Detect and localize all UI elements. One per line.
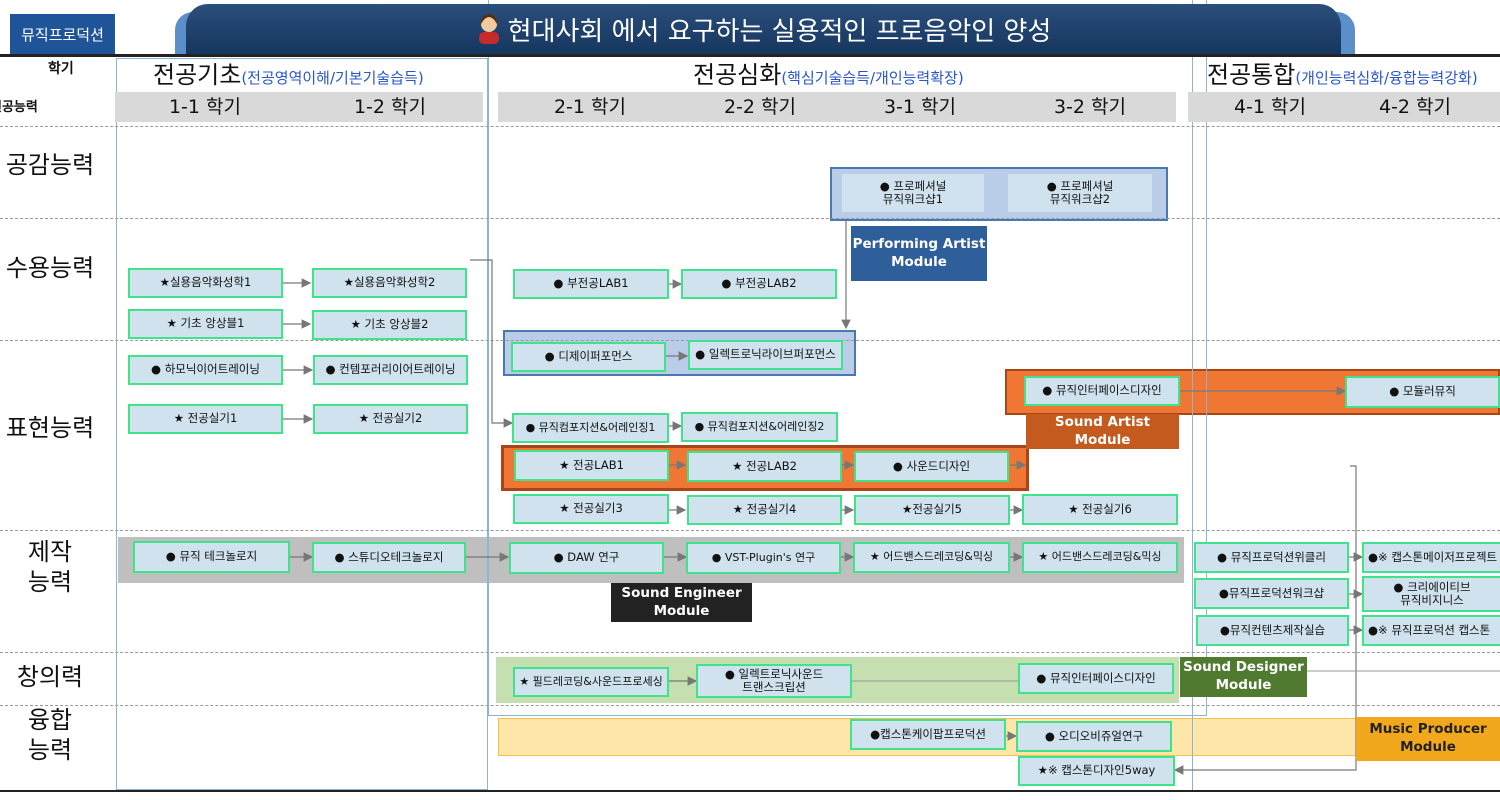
course-practice-3[interactable]: ★ 전공실기3 <box>513 494 669 524</box>
course-dj-performance[interactable]: ● 디제이퍼포먼스 <box>511 342 666 372</box>
course-music-interface-design-2[interactable]: ● 뮤직인터페이스디자인 <box>1018 663 1174 694</box>
phase-integration: 전공통합(개인능력심화/융합능력강화) <box>1207 61 1478 89</box>
program-badge: 뮤직프로덕션 <box>10 14 115 54</box>
title-banner: 현대사회 에서 요구하는 실용적인 프로음악인 양성 <box>186 4 1341 54</box>
phase-foundation: 전공기초(전공영역이해/기본기술습득) <box>153 61 424 89</box>
course-contemporary-ear[interactable]: ● 컨템포러리이어트레이닝 <box>313 355 468 385</box>
course-content-practice[interactable]: ●뮤직컨텐츠제작실습 <box>1196 615 1349 646</box>
semester-3-1: 3-1 학기 <box>883 96 957 118</box>
semester-bar-3 <box>1188 92 1500 122</box>
phase-advanced: 전공심화(핵심기술습득/개인능력확장) <box>693 61 964 89</box>
course-pro-workshop-2[interactable]: ● 프로페셔널 뮤직워크샵2 <box>1008 174 1152 212</box>
course-electronic-live[interactable]: ● 일렉트로닉라이브퍼포먼스 <box>688 340 843 370</box>
course-capstone-design[interactable]: ★※ 캡스톤디자인5way <box>1018 756 1175 786</box>
course-composition-1[interactable]: ● 뮤직컴포지션&어레인징1 <box>512 413 669 443</box>
course-minor-lab-1[interactable]: ● 부전공LAB1 <box>513 269 669 299</box>
semester-4-2: 4-2 학기 <box>1378 96 1452 118</box>
course-daw[interactable]: ● DAW 연구 <box>509 542 664 574</box>
course-electronic-transcription[interactable]: ● 일렉트로닉사운드 트랜스크립션 <box>696 664 852 698</box>
row-divider <box>0 530 1500 531</box>
course-practice-4[interactable]: ★ 전공실기4 <box>687 495 842 525</box>
course-ensemble-1[interactable]: ★ 기초 앙상블1 <box>128 309 283 339</box>
course-production-capstone[interactable]: ●※ 뮤직프로덕션 캡스톤 <box>1362 615 1500 646</box>
semester-4-1: 4-1 학기 <box>1233 96 1307 118</box>
course-production-workshop[interactable]: ●뮤직프로덕션워크샵 <box>1194 578 1349 609</box>
row-label-acceptance: 수용능력 <box>5 254 95 282</box>
course-major-lab-1[interactable]: ★ 전공LAB1 <box>514 450 669 481</box>
course-harmony-2[interactable]: ★실용음악화성학2 <box>312 268 467 298</box>
row-divider <box>0 218 1500 219</box>
row-divider <box>0 652 1500 653</box>
course-advanced-recording-2[interactable]: ★ 어드밴스드레코딩&믹싱 <box>1022 542 1178 573</box>
course-studio-technology[interactable]: ● 스튜디오테크놀로지 <box>312 542 466 573</box>
course-audiovisual[interactable]: ● 오디오비쥬얼연구 <box>1016 721 1172 752</box>
course-advanced-recording-1[interactable]: ★ 어드밴스드레코딩&믹싱 <box>853 542 1010 573</box>
row-label-expression: 표현능력 <box>5 414 95 442</box>
course-production-weekly[interactable]: ● 뮤직프로덕션위클리 <box>1194 542 1349 573</box>
page-title: 현대사회 에서 요구하는 실용적인 프로음악인 양성 <box>507 16 1052 47</box>
semester-1-2: 1-2 학기 <box>353 96 427 118</box>
course-harmonic-ear[interactable]: ● 하모닉이어트레이닝 <box>128 355 283 385</box>
row-divider <box>0 126 1500 127</box>
semester-bar-2 <box>498 92 1176 122</box>
semester-2-2: 2-2 학기 <box>723 96 797 118</box>
presenter-icon <box>476 14 502 44</box>
corner-ability: 전공능력 <box>0 100 38 115</box>
program-badge-label: 뮤직프로덕션 <box>21 25 104 44</box>
course-major-lab-2[interactable]: ★ 전공LAB2 <box>687 451 842 482</box>
course-pro-workshop-1[interactable]: ● 프로페셔널 뮤직워크샵1 <box>842 174 984 212</box>
module-sound-engineer: Sound Engineer Module <box>611 583 752 622</box>
module-sound-designer: Sound Designer Module <box>1180 657 1307 697</box>
semester-1-1: 1-1 학기 <box>168 96 242 118</box>
course-practice-5[interactable]: ★전공실기5 <box>854 495 1010 525</box>
module-music-producer: Music Producer Module <box>1356 717 1500 761</box>
integration-frame <box>1192 0 1193 790</box>
course-minor-lab-2[interactable]: ● 부전공LAB2 <box>681 269 837 299</box>
row-label-creativity: 창의력 <box>16 663 84 691</box>
semester-2-1: 2-1 학기 <box>553 96 627 118</box>
course-field-recording[interactable]: ★ 필드레코딩&사운드프로세싱 <box>513 667 669 697</box>
course-modular-music[interactable]: ● 모듈러뮤직 <box>1345 376 1500 408</box>
course-music-interface-design[interactable]: ● 뮤직인터페이스디자인 <box>1024 376 1180 406</box>
course-practice-6[interactable]: ★ 전공실기6 <box>1022 494 1178 525</box>
course-vst[interactable]: ● VST-Plugin's 연구 <box>686 542 841 574</box>
course-creative-business[interactable]: ● 크리에이티브 뮤직비지니스 <box>1362 576 1500 612</box>
course-music-technology[interactable]: ● 뮤직 테크놀로지 <box>133 541 290 573</box>
course-capstone-kpop[interactable]: ●캡스톤케이팝프로덕션 <box>850 719 1006 750</box>
row-label-production: 제작 능력 <box>27 538 73 596</box>
course-composition-2[interactable]: ● 뮤직컴포지션&어레인징2 <box>681 412 838 442</box>
module-sound-artist: Sound Artist Module <box>1026 414 1179 449</box>
module-performing-artist: Performing Artist Module <box>851 226 987 281</box>
course-sound-design[interactable]: ● 사운드디자인 <box>854 451 1009 482</box>
course-capstone-major[interactable]: ●※ 캡스톤메이저프로젝트 <box>1362 542 1500 573</box>
header-rule <box>0 54 1500 57</box>
semester-bar-1 <box>115 92 483 122</box>
semester-3-2: 3-2 학기 <box>1053 96 1127 118</box>
corner-semester: 학기 <box>48 61 74 77</box>
course-practice-2[interactable]: ★ 전공실기2 <box>313 404 468 434</box>
bottom-rule <box>0 790 1500 792</box>
course-harmony-1[interactable]: ★실용음악화성학1 <box>128 268 283 298</box>
row-label-empathy: 공감능력 <box>5 151 95 179</box>
course-ensemble-2[interactable]: ★ 기초 앙상블2 <box>312 310 467 340</box>
foundation-frame <box>116 58 488 790</box>
row-label-fusion: 융합 능력 <box>27 706 73 764</box>
course-practice-1[interactable]: ★ 전공실기1 <box>128 404 283 434</box>
advanced-frame <box>488 0 1207 716</box>
row-divider <box>0 705 1500 706</box>
